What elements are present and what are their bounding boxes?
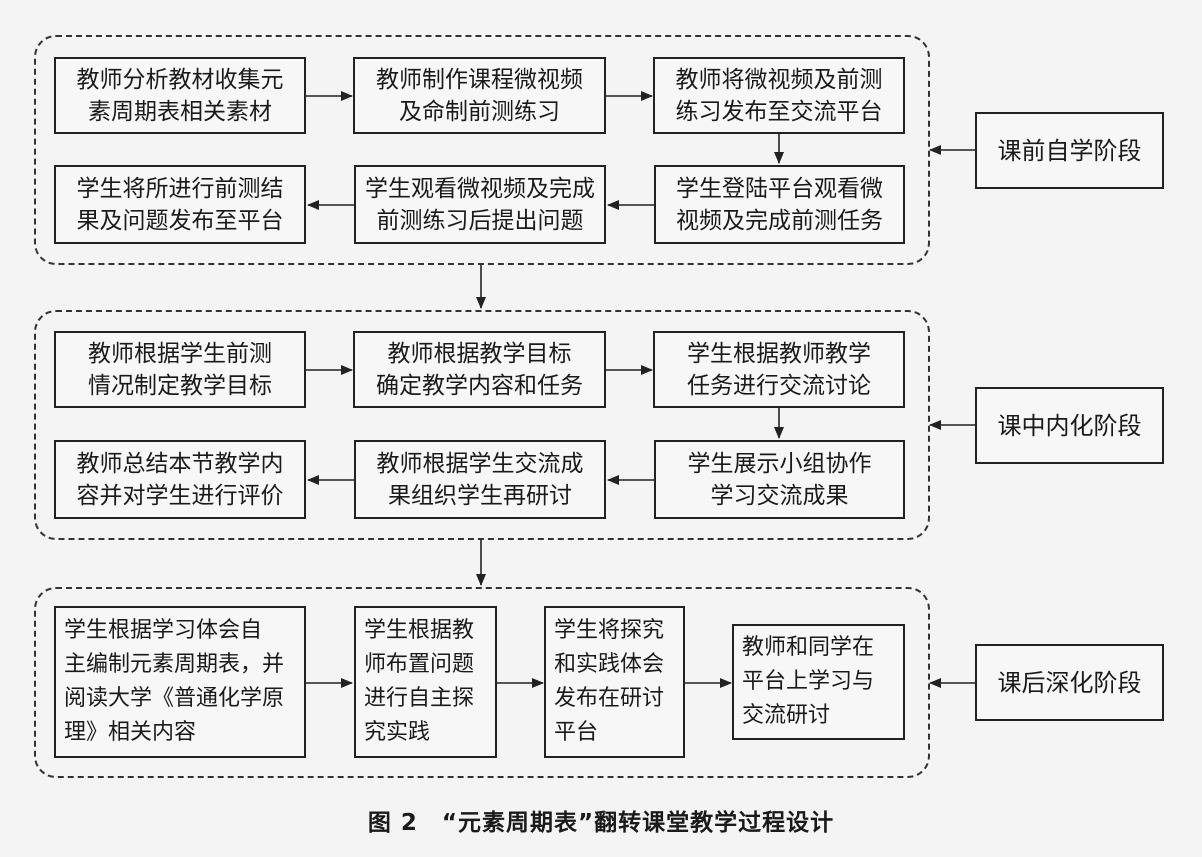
s3-step-1: 学生根据学习体会自 主编制元素周期表，并 阅读大学《普通化学原 理》相关内容 xyxy=(54,606,306,758)
s1-step-6: 学生将所进行前测结 果及问题发布至平台 xyxy=(54,165,306,244)
s1-step-5: 学生观看微视频及完成 前测练习后提出问题 xyxy=(354,165,606,244)
stage-3-label: 课后深化阶段 xyxy=(975,644,1164,721)
s2-step-6: 教师总结本节教学内 容并对学生进行评价 xyxy=(54,440,306,519)
s1-step-3: 教师将微视频及前测 练习发布至交流平台 xyxy=(653,57,905,134)
s2-step-1: 教师根据学生前测 情况制定教学目标 xyxy=(54,331,306,408)
s1-step-2: 教师制作课程微视频 及命制前测练习 xyxy=(353,57,606,134)
s3-step-2: 学生根据教 师布置问题 进行自主探 究实践 xyxy=(354,606,497,758)
s2-step-2: 教师根据教学目标 确定教学内容和任务 xyxy=(353,331,606,408)
stage-3-group xyxy=(34,587,930,778)
s1-step-1: 教师分析教材收集元 素周期表相关素材 xyxy=(54,57,306,134)
stage-1-group xyxy=(34,35,930,265)
stage-2-group xyxy=(34,310,930,540)
stage-1-label: 课前自学阶段 xyxy=(975,112,1164,189)
figure-caption: 图 2 “元素周期表”翻转课堂教学过程设计 xyxy=(367,810,835,836)
s3-step-3: 学生将探究 和实践体会 发布在研讨 平台 xyxy=(544,606,685,758)
s2-step-3: 学生根据教师教学 任务进行交流讨论 xyxy=(653,331,905,408)
s1-step-4: 学生登陆平台观看微 视频及完成前测任务 xyxy=(654,165,905,244)
s2-step-5: 教师根据学生交流成 果组织学生再研讨 xyxy=(354,440,606,519)
stage-2-label: 课中内化阶段 xyxy=(975,387,1164,464)
s3-step-4: 教师和同学在 平台上学习与 交流研讨 xyxy=(732,624,905,740)
s2-step-4: 学生展示小组协作 学习交流成果 xyxy=(654,440,905,519)
